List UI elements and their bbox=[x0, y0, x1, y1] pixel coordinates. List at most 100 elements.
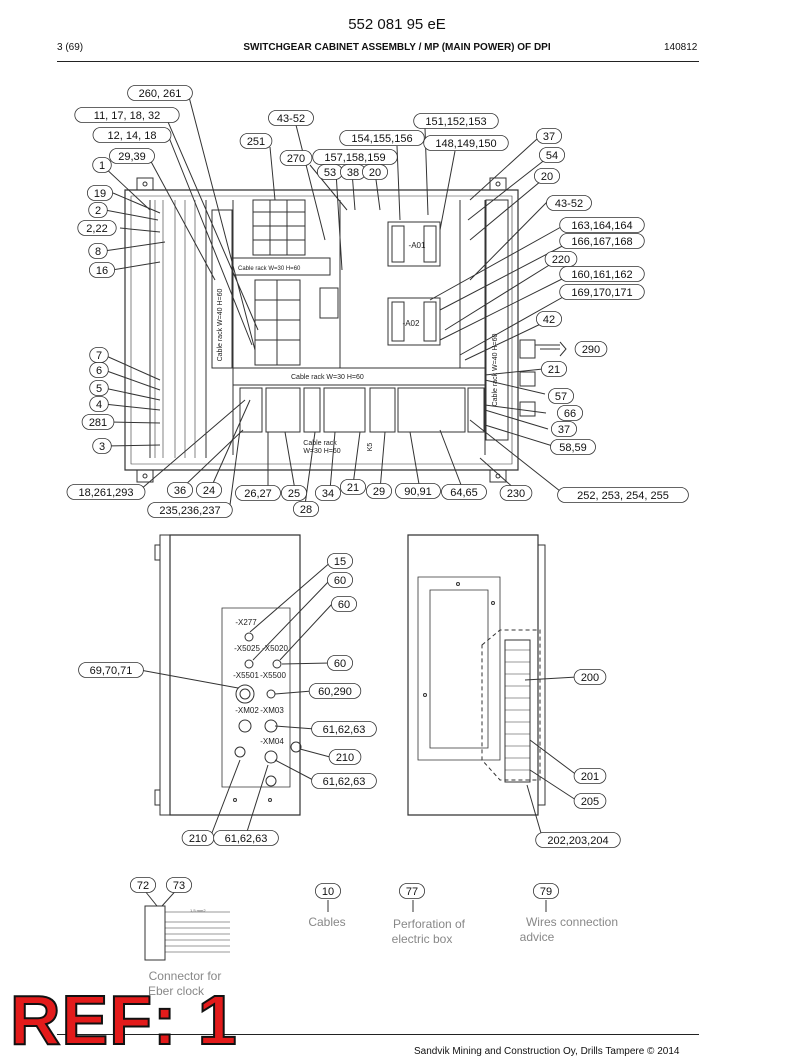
callout-157: 157,158,159 bbox=[312, 149, 398, 165]
callout-11: 11, 17, 18, 32 bbox=[74, 107, 180, 123]
callout-text: 163,164,164 bbox=[571, 220, 632, 232]
callout-60_290: 60,290 bbox=[308, 683, 362, 699]
callout-text: 61,62,63 bbox=[323, 776, 366, 788]
callout-text: 77 bbox=[406, 886, 418, 898]
callout-text: 60 bbox=[334, 658, 346, 670]
callout-text: 66 bbox=[564, 408, 576, 420]
label-conn-1: Connector for bbox=[149, 969, 222, 983]
callout-73: 73 bbox=[165, 877, 192, 893]
label-cables: Cables bbox=[308, 915, 345, 929]
callout-text: 79 bbox=[540, 886, 552, 898]
callout-text: 20 bbox=[541, 171, 553, 183]
callout-text: 36 bbox=[174, 485, 186, 497]
callout-169: 169,170,171 bbox=[559, 284, 645, 300]
callout-text: 26,27 bbox=[244, 488, 272, 500]
callout-text: 25 bbox=[288, 488, 300, 500]
label-cable-rack-low-2: W=30 H=60 bbox=[303, 448, 340, 455]
callout-200: 200 bbox=[573, 669, 607, 685]
callout-10: 10 bbox=[314, 883, 341, 899]
callout-text: 290 bbox=[582, 344, 600, 356]
callout-57: 57 bbox=[548, 388, 575, 404]
label-perf-1: Perforation of bbox=[393, 917, 466, 931]
callout-29: 29,39 bbox=[109, 148, 155, 164]
callout-19: 19 bbox=[87, 185, 114, 201]
callout-8: 8 bbox=[88, 243, 108, 259]
callout-66: 66 bbox=[557, 405, 584, 421]
callout-text: 58,59 bbox=[559, 442, 587, 454]
callout-text: 24 bbox=[203, 485, 215, 497]
callout-235: 235,236,237 bbox=[147, 502, 233, 518]
label-wires-2: advice bbox=[520, 930, 555, 944]
label-cable-rack-top: Cable rack W=30 H=60 bbox=[238, 266, 301, 272]
callout-text: 166,167,168 bbox=[571, 236, 632, 248]
callout-text: 72 bbox=[137, 880, 149, 892]
callout-text: 61,62,63 bbox=[225, 833, 268, 845]
callout-text: 4 bbox=[96, 399, 102, 411]
callout-160: 160,161,162 bbox=[559, 266, 645, 282]
callout-5: 5 bbox=[89, 380, 109, 396]
callout-text: 201 bbox=[581, 771, 599, 783]
callout-text: 2 bbox=[95, 205, 101, 217]
callout-6: 6 bbox=[89, 362, 109, 378]
callout-220: 220 bbox=[544, 251, 578, 267]
label-conn-2: Eber clock bbox=[148, 984, 205, 998]
header-rule bbox=[57, 61, 699, 62]
callout-20b: 20 bbox=[534, 168, 561, 184]
label-X5020: -X5020 bbox=[262, 644, 288, 653]
callout-37a: 37 bbox=[536, 128, 563, 144]
callout-text: 169,170,171 bbox=[571, 287, 632, 299]
callout-text: 252, 253, 254, 255 bbox=[577, 490, 669, 502]
callout-text: 90,91 bbox=[404, 486, 432, 498]
label-X5501: -X5501 bbox=[233, 671, 259, 680]
callout-43b: 43-52 bbox=[546, 195, 592, 211]
callout-252: 252, 253, 254, 255 bbox=[557, 487, 689, 503]
callout-layer: 260, 261 11, 17, 18, 32 12, 14, 18 29,39 1 19… bbox=[66, 85, 689, 899]
callout-290: 290 bbox=[574, 341, 608, 357]
label-A02: -A02 bbox=[403, 319, 420, 328]
callout-69: 69,70,71 bbox=[78, 662, 144, 678]
callout-201: 201 bbox=[573, 768, 607, 784]
callout-text: 60 bbox=[334, 575, 346, 587]
callout-58: 58,59 bbox=[550, 439, 596, 455]
callout-text: 42 bbox=[543, 314, 555, 326]
callout-text: 5 bbox=[96, 383, 102, 395]
callout-text: 28 bbox=[300, 504, 312, 516]
callout-1: 1 bbox=[92, 157, 112, 173]
callout-260: 260, 261 bbox=[127, 85, 193, 101]
callout-79: 79 bbox=[533, 883, 560, 899]
callout-29b: 29 bbox=[365, 483, 392, 499]
callout-text: 7 bbox=[96, 350, 102, 362]
callout-text: 3 bbox=[99, 441, 105, 453]
callout-72: 72 bbox=[129, 877, 156, 893]
callout-text: 220 bbox=[552, 254, 570, 266]
callout-text: 60,290 bbox=[318, 686, 352, 698]
callout-61b: 61,62,63 bbox=[311, 773, 377, 789]
callout-text: 37 bbox=[558, 424, 570, 436]
callout-251: 251 bbox=[239, 133, 273, 149]
callout-text: 16 bbox=[96, 265, 108, 277]
label-cable-rack-low-1: Cable rack bbox=[303, 440, 337, 447]
callout-60c: 60 bbox=[326, 655, 353, 671]
callout-text: 43-52 bbox=[277, 113, 305, 125]
callout-text: 260, 261 bbox=[139, 88, 182, 100]
callout-text: 151,152,153 bbox=[425, 116, 486, 128]
callout-text: 1 bbox=[99, 160, 105, 172]
callout-61a: 61,62,63 bbox=[311, 721, 377, 737]
page-number: 3 (69) bbox=[57, 42, 84, 53]
callout-210b: 210 bbox=[181, 830, 215, 846]
callout-text: 19 bbox=[94, 188, 106, 200]
callout-26_27: 26,27 bbox=[235, 485, 281, 501]
label-X5500: -X5500 bbox=[260, 671, 286, 680]
callout-151: 151,152,153 bbox=[413, 113, 499, 129]
callout-25: 25 bbox=[280, 485, 307, 501]
footer-company: Sandvik Mining and Construction Oy, Dril… bbox=[414, 1046, 680, 1057]
label-cable-rack-mid: Cable rack W=30 H=60 bbox=[291, 374, 364, 381]
callout-53: 53 bbox=[316, 164, 343, 180]
callout-34: 34 bbox=[314, 485, 341, 501]
callout-text: 157,158,159 bbox=[324, 152, 385, 164]
callout-text: 12, 14, 18 bbox=[108, 130, 157, 142]
callout-text: 43-52 bbox=[555, 198, 583, 210]
callout-202: 202,203,204 bbox=[535, 832, 621, 848]
label-wire: 1,5 mm2 bbox=[190, 908, 206, 913]
